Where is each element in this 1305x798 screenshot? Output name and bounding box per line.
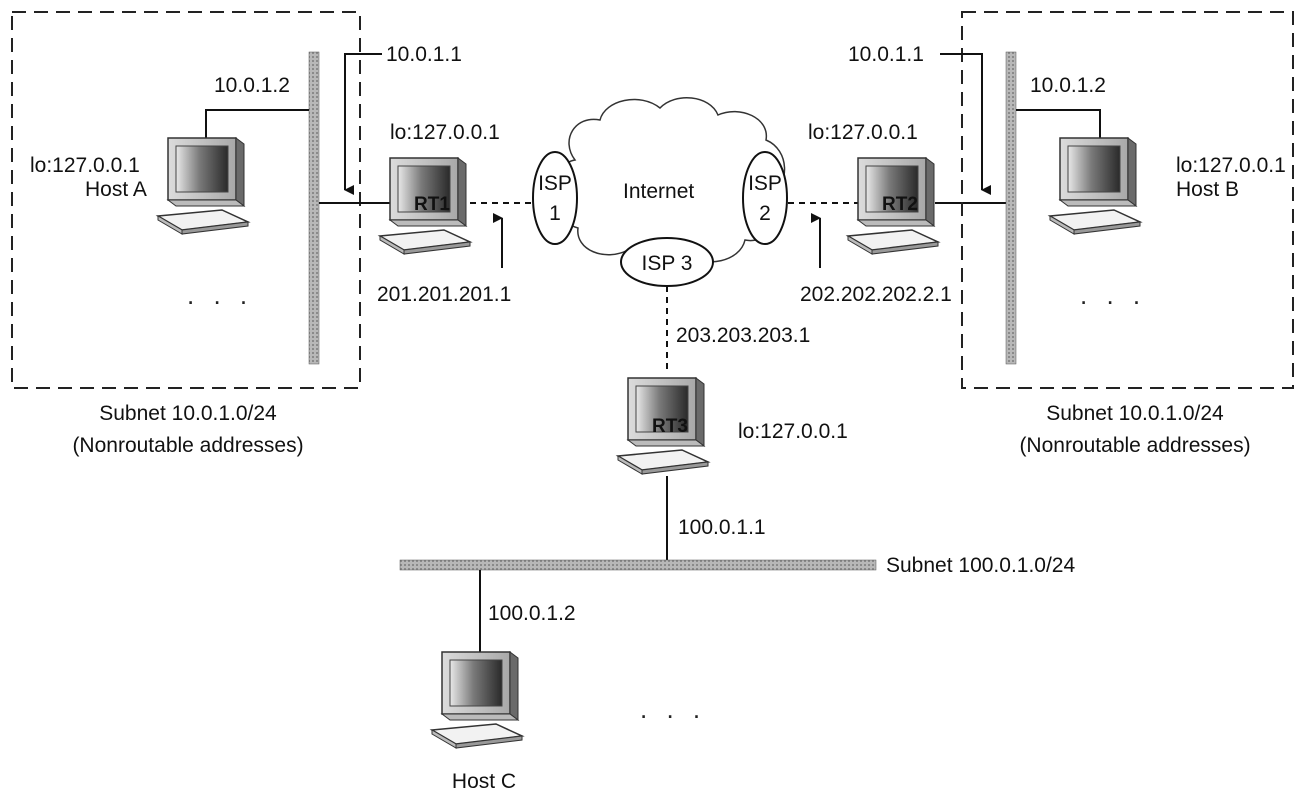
isp2-label-line2: 2 xyxy=(759,202,771,225)
isp1-node: ISP 1 xyxy=(532,151,578,245)
left-subnet-bus xyxy=(308,51,320,365)
rt1-loopback-label: lo:127.0.0.1 xyxy=(390,121,500,144)
host-a-name-label: Host A xyxy=(85,178,147,201)
right-subnet-bus xyxy=(1005,51,1017,365)
isp3-label: ISP 3 xyxy=(642,252,693,275)
right-subnet-label: Subnet 10.0.1.0/24 xyxy=(1046,402,1224,425)
host-b-link xyxy=(1016,109,1101,138)
isp1-label-line1: ISP xyxy=(538,172,572,195)
bottom-subnet-ellipsis: . . . xyxy=(640,694,706,724)
host-b-loopback-label: lo:127.0.0.1 xyxy=(1176,154,1286,177)
rt3-name-label: RT3 xyxy=(652,416,688,437)
left-subnet-box xyxy=(11,11,361,389)
rt3-external-ip-label: 203.203.203.1 xyxy=(676,324,810,347)
right-gateway-arrow xyxy=(940,53,991,195)
host-a-computer xyxy=(157,137,249,235)
right-gateway-ip-label: 10.0.1.1 xyxy=(848,43,924,66)
left-subnet-ellipsis: . . . xyxy=(187,280,253,310)
rt3-loopback-label: lo:127.0.0.1 xyxy=(738,420,848,443)
host-b-name-label: Host B xyxy=(1176,178,1239,201)
bottom-subnet-bus xyxy=(399,559,877,571)
host-a-link xyxy=(205,109,309,138)
rt1-external-ip-label: 201.201.201.1 xyxy=(377,283,511,306)
right-subnet-note: (Nonroutable addresses) xyxy=(1019,434,1250,457)
bottom-subnet-label: Subnet 100.0.1.0/24 xyxy=(886,554,1075,577)
host-a-loopback-label: lo:127.0.0.1 xyxy=(30,154,140,177)
rt2-loopback-label: lo:127.0.0.1 xyxy=(808,121,918,144)
host-b-computer xyxy=(1049,137,1141,235)
host-c-name-label: Host C xyxy=(452,770,516,793)
isp1-label-line2: 1 xyxy=(549,202,561,225)
rt1-name-label: RT1 xyxy=(414,194,450,215)
isp2-label-line1: ISP xyxy=(748,172,782,195)
left-subnet-label: Subnet 10.0.1.0/24 xyxy=(99,402,277,425)
rt3-internal-ip-label: 100.0.1.1 xyxy=(678,516,766,539)
host-c-computer xyxy=(431,651,523,749)
isp3-node: ISP 3 xyxy=(620,237,714,287)
left-subnet-note: (Nonroutable addresses) xyxy=(72,434,303,457)
left-gateway-ip-label: 10.0.1.1 xyxy=(386,43,462,66)
rt2-external-ip-label: 202.202.202.2.1 xyxy=(800,283,952,306)
right-subnet-ellipsis: . . . xyxy=(1080,280,1146,310)
rt2-name-label: RT2 xyxy=(882,194,918,215)
host-c-ip-label: 100.0.1.2 xyxy=(488,602,576,625)
right-subnet-box xyxy=(961,11,1294,389)
internet-label: Internet xyxy=(623,180,694,203)
left-gateway-arrow xyxy=(344,53,382,195)
isp2-node: ISP 2 xyxy=(742,151,788,245)
host-b-ip-label: 10.0.1.2 xyxy=(1030,74,1106,97)
host-a-ip-label: 10.0.1.2 xyxy=(214,74,290,97)
